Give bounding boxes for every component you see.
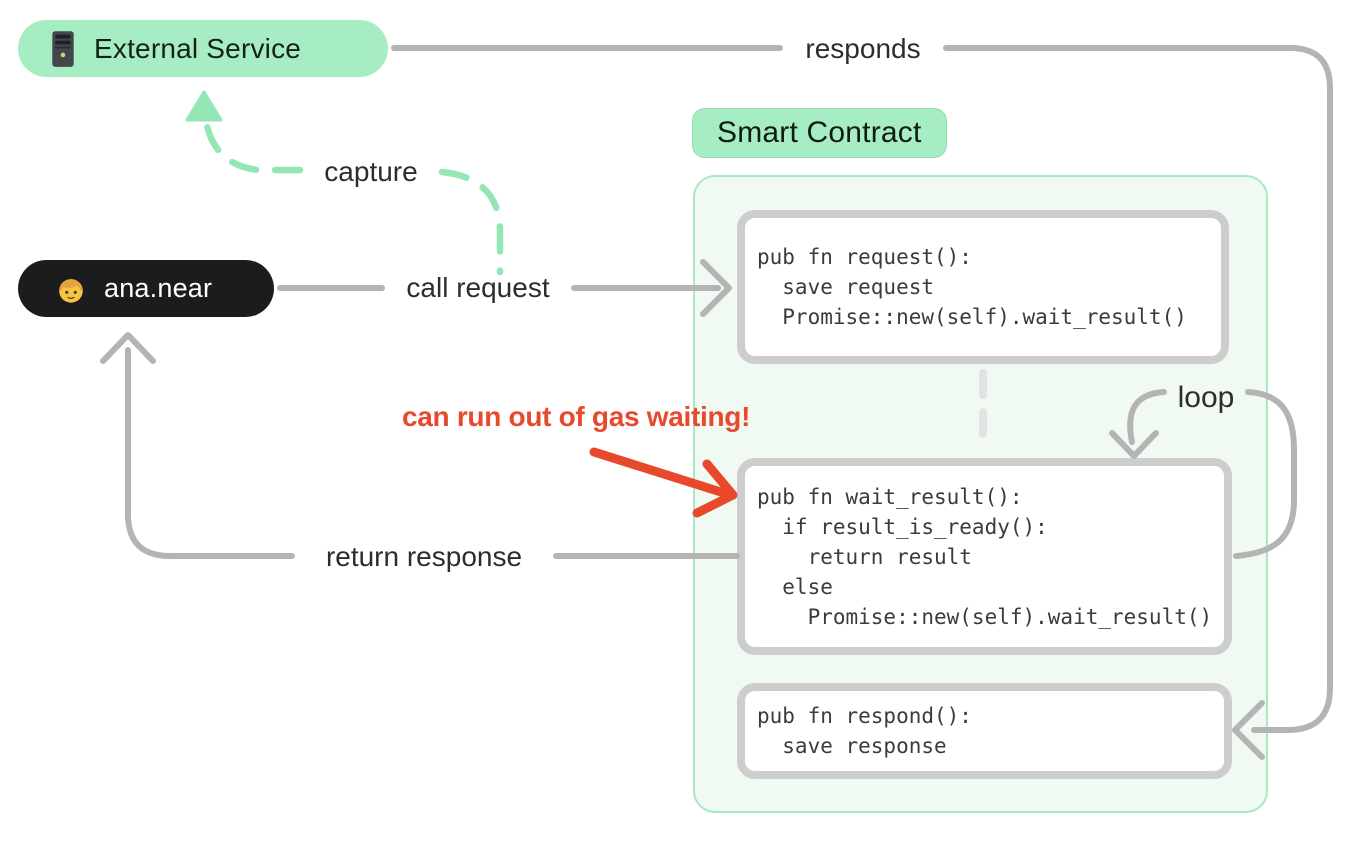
server-icon xyxy=(48,30,78,68)
external-service-node: External Service xyxy=(18,20,388,77)
gas-warning-label: can run out of gas waiting! xyxy=(402,401,751,432)
user-label: ana.near xyxy=(104,273,213,303)
user-node: ana.near xyxy=(18,260,274,317)
code-line: pub fn wait_result(): xyxy=(757,484,1023,509)
code-line: save response xyxy=(757,734,947,758)
capture-label: capture xyxy=(324,156,418,187)
code-box-respond: pub fn respond(): save response xyxy=(737,683,1232,779)
loop-label: loop xyxy=(1177,381,1235,414)
code-line: Promise::new(self).wait_result() xyxy=(757,604,1213,629)
person-icon xyxy=(54,272,88,306)
smart-contract-title-label: Smart Contract xyxy=(717,116,922,149)
capture-dash-left xyxy=(203,122,304,174)
return-response-label: return response xyxy=(325,541,523,572)
call-request-label: call request xyxy=(406,272,550,303)
capture-arrowhead xyxy=(185,90,223,122)
code-line: pub fn request(): xyxy=(757,245,972,269)
code-line: Promise::new(self).wait_result() xyxy=(757,305,1187,329)
return-response-arrowhead xyxy=(100,332,156,364)
smart-contract-title: Smart Contract xyxy=(692,108,947,158)
code-box-wait-result: pub fn wait_result(): if result_is_ready… xyxy=(737,458,1232,655)
code-line: else xyxy=(757,574,833,599)
external-service-label: External Service xyxy=(94,32,302,64)
code-line: pub fn respond(): xyxy=(757,704,972,728)
code-line: return result xyxy=(757,544,972,569)
responds-label: responds xyxy=(805,33,921,64)
code-box-request: pub fn request(): save request Promise::… xyxy=(737,210,1229,364)
code-line: save request xyxy=(757,275,935,299)
return-response-line-left xyxy=(125,347,295,559)
code-line: if result_is_ready(): xyxy=(757,514,1048,539)
capture-dash-right xyxy=(438,168,504,276)
